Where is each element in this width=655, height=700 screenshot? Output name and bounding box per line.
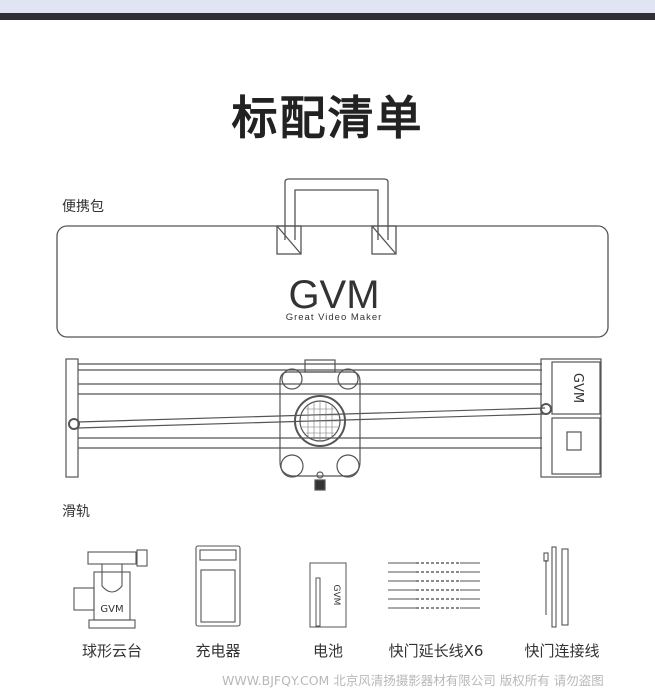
watermark: WWW.BJFQY.COM 北京风清扬摄影器材有限公司 版权所有 请勿盗图 [222, 673, 604, 688]
carry-bag-icon [56, 178, 609, 338]
slider-label: 滑轨 [62, 504, 90, 520]
bag-label: 便携包 [62, 199, 104, 215]
accessory-label: 充电器 [195, 642, 241, 660]
slider-logo: GVM [570, 373, 585, 403]
slider-rail-icon [65, 358, 602, 491]
charger-icon [195, 545, 241, 627]
slider-grid [301, 401, 339, 441]
shutter-extension-cable-icon [388, 562, 480, 609]
page-title: 标配清单 [231, 91, 424, 145]
shutter-connection-cable-icon [543, 546, 569, 628]
accessory-label: 球形云台 [81, 642, 142, 660]
dark-divider-bar [0, 13, 655, 20]
top-bar [0, 0, 655, 13]
bag-tagline: Great Video Maker [286, 312, 383, 323]
bag-logo: GVM [288, 273, 379, 317]
battery-icon [309, 562, 347, 628]
accessory-label: 快门连接线 [524, 642, 600, 660]
accessory-label: 电池 [312, 642, 343, 660]
coils [416, 562, 460, 609]
ball-head-logo: GVM [100, 604, 123, 615]
battery-logo: GVM [331, 585, 341, 606]
ball-head-icon [73, 549, 148, 629]
accessory-label: 快门延长线X6 [388, 642, 484, 660]
